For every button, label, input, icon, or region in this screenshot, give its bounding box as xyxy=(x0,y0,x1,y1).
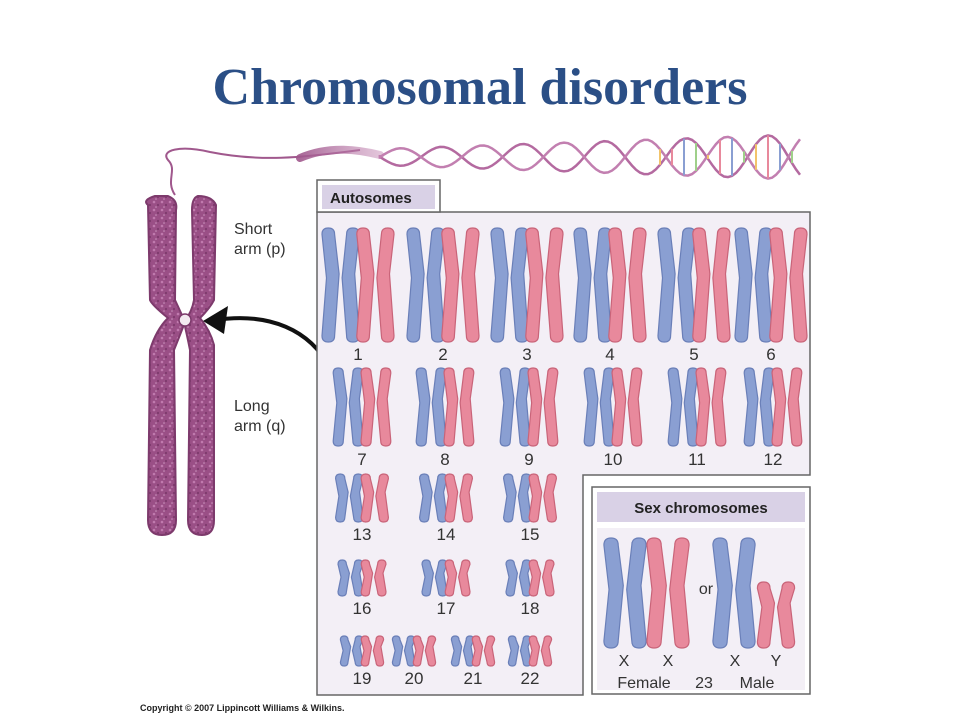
autosome-11-paternal xyxy=(695,367,727,447)
autosome-number-6: 6 xyxy=(766,345,775,364)
autosome-number-4: 4 xyxy=(605,345,614,364)
copyright-notice: Copyright © 2007 Lippincott Williams & W… xyxy=(140,703,345,713)
centromere-arrow xyxy=(203,306,332,369)
sex-label-x-male: X xyxy=(730,653,741,670)
autosome-number-22: 22 xyxy=(521,669,540,688)
autosome-12-paternal xyxy=(771,367,803,447)
autosome-14-maternal xyxy=(418,473,448,523)
autosome-6-paternal xyxy=(769,227,808,343)
autosome-16-paternal xyxy=(360,559,387,597)
autosome-number-16: 16 xyxy=(353,599,372,618)
autosome-15-maternal xyxy=(502,473,532,523)
autosome-9-paternal xyxy=(527,367,559,447)
sex-label-male: Male xyxy=(740,675,775,692)
sex-label-x-female-2: X xyxy=(663,653,674,670)
autosome-3-maternal xyxy=(490,227,529,343)
male-y xyxy=(756,581,796,649)
sex-label-x-female-1: X xyxy=(619,653,630,670)
autosome-2-paternal xyxy=(441,227,480,343)
autosome-number-9: 9 xyxy=(524,450,533,469)
autosome-4-paternal xyxy=(608,227,647,343)
autosome-number-3: 3 xyxy=(522,345,531,364)
autosome-5-maternal xyxy=(657,227,696,343)
autosome-18-maternal xyxy=(505,559,532,597)
male-x xyxy=(712,537,756,649)
sex-label-female: Female xyxy=(617,675,670,692)
autosome-number-17: 17 xyxy=(437,599,456,618)
autosome-15-paternal xyxy=(528,473,558,523)
autosome-number-8: 8 xyxy=(440,450,449,469)
autosome-2-maternal xyxy=(406,227,445,343)
autosome-number-7: 7 xyxy=(357,450,366,469)
autosome-22-paternal xyxy=(528,635,553,667)
autosome-1-maternal xyxy=(321,227,360,343)
autosome-19-maternal xyxy=(339,635,364,667)
autosome-9-maternal xyxy=(499,367,531,447)
autosome-19-paternal xyxy=(360,635,385,667)
autosome-number-5: 5 xyxy=(689,345,698,364)
autosome-21-paternal xyxy=(471,635,496,667)
long-arm-label: Long arm (q) xyxy=(234,398,286,435)
sex-label-pair-number: 23 xyxy=(695,675,713,692)
autosome-number-11: 11 xyxy=(688,450,706,469)
autosome-number-20: 20 xyxy=(405,669,424,688)
large-chromosome xyxy=(145,194,218,537)
sex-chromosome-pairs xyxy=(603,537,796,649)
autosome-number-1: 1 xyxy=(353,345,362,364)
autosome-8-paternal xyxy=(443,367,475,447)
autosome-pairs xyxy=(321,227,808,667)
autosome-number-12: 12 xyxy=(764,450,783,469)
autosome-number-14: 14 xyxy=(437,525,456,544)
autosome-7-maternal xyxy=(332,367,364,447)
short-arm-label: Short arm (p) xyxy=(234,221,286,258)
autosomes-header: Autosomes xyxy=(330,190,412,207)
page-title: Chromosomal disorders xyxy=(212,59,748,116)
female-x-paternal xyxy=(646,537,690,649)
autosome-11-maternal xyxy=(667,367,699,447)
autosome-number-13: 13 xyxy=(353,525,372,544)
autosome-number-21: 21 xyxy=(464,669,483,688)
autosome-7-paternal xyxy=(360,367,392,447)
autosome-16-maternal xyxy=(337,559,364,597)
autosome-18-paternal xyxy=(528,559,555,597)
autosome-1-paternal xyxy=(356,227,395,343)
autosome-4-maternal xyxy=(573,227,612,343)
autosome-number-2: 2 xyxy=(438,345,447,364)
autosome-number-19: 19 xyxy=(353,669,372,688)
autosome-number-10: 10 xyxy=(604,450,623,469)
dna-helix xyxy=(165,134,801,196)
autosome-8-maternal xyxy=(415,367,447,447)
autosome-3-paternal xyxy=(525,227,564,343)
autosome-number-15: 15 xyxy=(521,525,540,544)
sex-label-y-male: Y xyxy=(771,653,782,670)
sex-chromosomes-header: Sex chromosomes xyxy=(634,500,767,517)
autosome-17-paternal xyxy=(444,559,471,597)
autosome-20-paternal xyxy=(412,635,437,667)
autosome-13-paternal xyxy=(360,473,390,523)
female-x-maternal xyxy=(603,537,647,649)
autosome-number-18: 18 xyxy=(521,599,540,618)
autosome-22-maternal xyxy=(507,635,532,667)
autosome-10-maternal xyxy=(583,367,615,447)
autosome-14-paternal xyxy=(444,473,474,523)
autosome-10-paternal xyxy=(611,367,643,447)
autosome-6-maternal xyxy=(734,227,773,343)
autosome-21-maternal xyxy=(450,635,475,667)
sex-label-or: or xyxy=(699,581,714,598)
autosome-13-maternal xyxy=(334,473,364,523)
autosome-5-paternal xyxy=(692,227,731,343)
